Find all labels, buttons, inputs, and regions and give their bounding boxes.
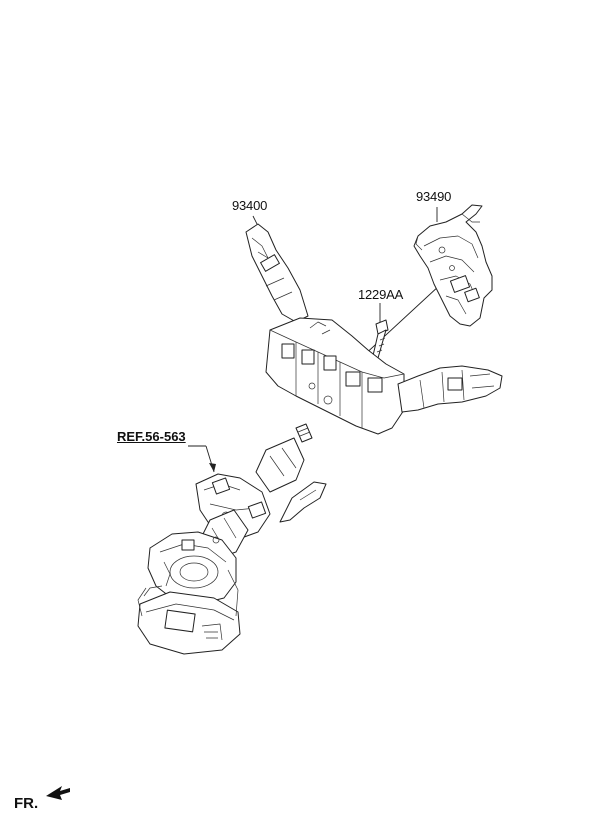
part-label-93490: 93490 <box>416 189 452 204</box>
arrow-icon <box>46 786 70 800</box>
switch-assembly-part <box>245 223 503 435</box>
screw-part <box>371 319 389 361</box>
clock-spring-part <box>413 204 493 327</box>
ref-leader-arrowhead <box>209 463 216 472</box>
part-label-1229aa: 1229AA <box>358 287 404 302</box>
front-direction-label: FR. <box>14 795 39 812</box>
reference-label: REF.56-563 <box>117 429 186 444</box>
steering-column-part <box>137 423 327 655</box>
part-label-93400: 93400 <box>232 198 268 213</box>
